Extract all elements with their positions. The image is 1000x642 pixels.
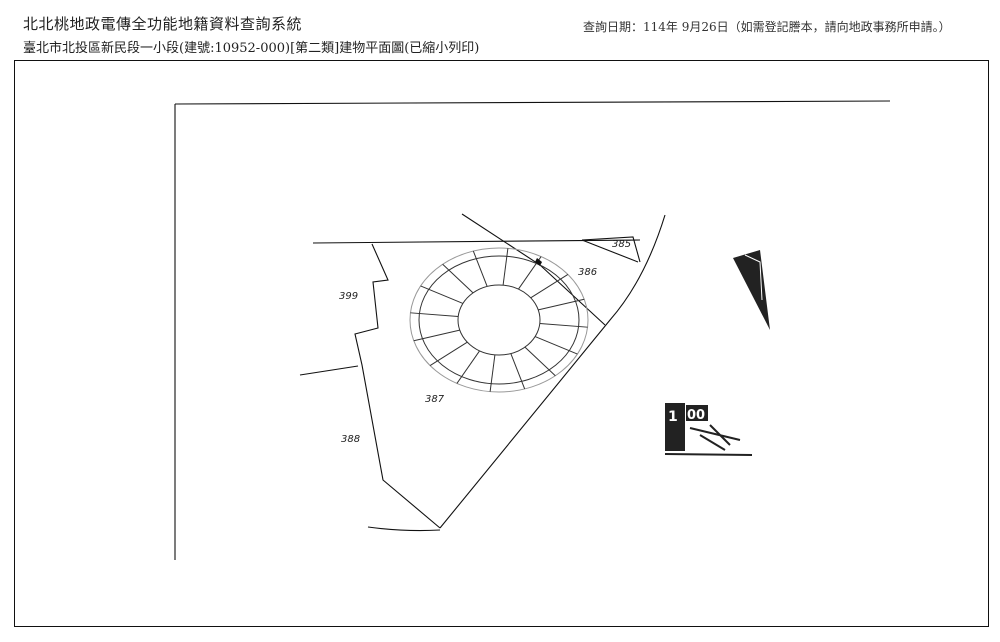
building-radial-wall	[538, 298, 585, 311]
query-date-notice: 查詢日期：114年 9月26日（如需登記謄本，請向地政事務所申請。）	[583, 20, 951, 34]
parcel-line-west	[299, 365, 359, 376]
sheet-border-top	[174, 100, 891, 105]
parcel-label-386: 386	[578, 267, 597, 278]
building-radial-wall	[489, 354, 496, 392]
parcel-label-399: 399	[339, 291, 358, 302]
building-radial-wall	[420, 285, 464, 304]
document-subtitle: 臺北市北投區新民段一小段(建號:10952-000)[第二類]建物平面圖(已縮小…	[23, 41, 480, 56]
building-radial-wall	[539, 322, 588, 328]
parcel-label-388: 388	[341, 434, 360, 445]
building-radial-wall	[429, 341, 468, 366]
parcel-line-385b	[581, 239, 639, 263]
building-middle-ring	[418, 255, 580, 385]
parcel-label-387: 387	[425, 394, 445, 405]
parcel-line-385	[581, 236, 641, 263]
building-radial-wall	[442, 263, 474, 294]
building-inner-court	[457, 284, 541, 356]
north-marker-icon	[535, 258, 542, 266]
building-radial-wall	[413, 329, 460, 342]
building-radial-wall	[456, 350, 481, 384]
building-radial-wall	[510, 353, 526, 390]
svg-text:1: 1	[668, 409, 678, 425]
building-radial-wall	[524, 346, 556, 377]
parcel-boundary-top	[312, 239, 641, 244]
wedge-mark	[733, 250, 770, 330]
building-radial-wall	[472, 250, 488, 287]
building-radial-wall	[410, 312, 459, 318]
parcel-boundary-left	[354, 243, 441, 529]
plan-frame	[14, 60, 989, 627]
building-radial-wall	[502, 248, 509, 286]
building-radial-wall	[534, 336, 578, 355]
official-stamp: 1 00	[664, 403, 753, 456]
system-title: 北北桃地政電傳全功能地籍資料查詢系統	[23, 15, 303, 33]
building-outer-ring	[409, 247, 589, 393]
parcel-boundary-curve	[439, 214, 666, 529]
parcel-label-385: 385	[612, 239, 631, 250]
svg-text:00: 00	[687, 408, 705, 423]
building-radial-wall	[530, 274, 569, 299]
parcel-line-south	[367, 526, 441, 532]
